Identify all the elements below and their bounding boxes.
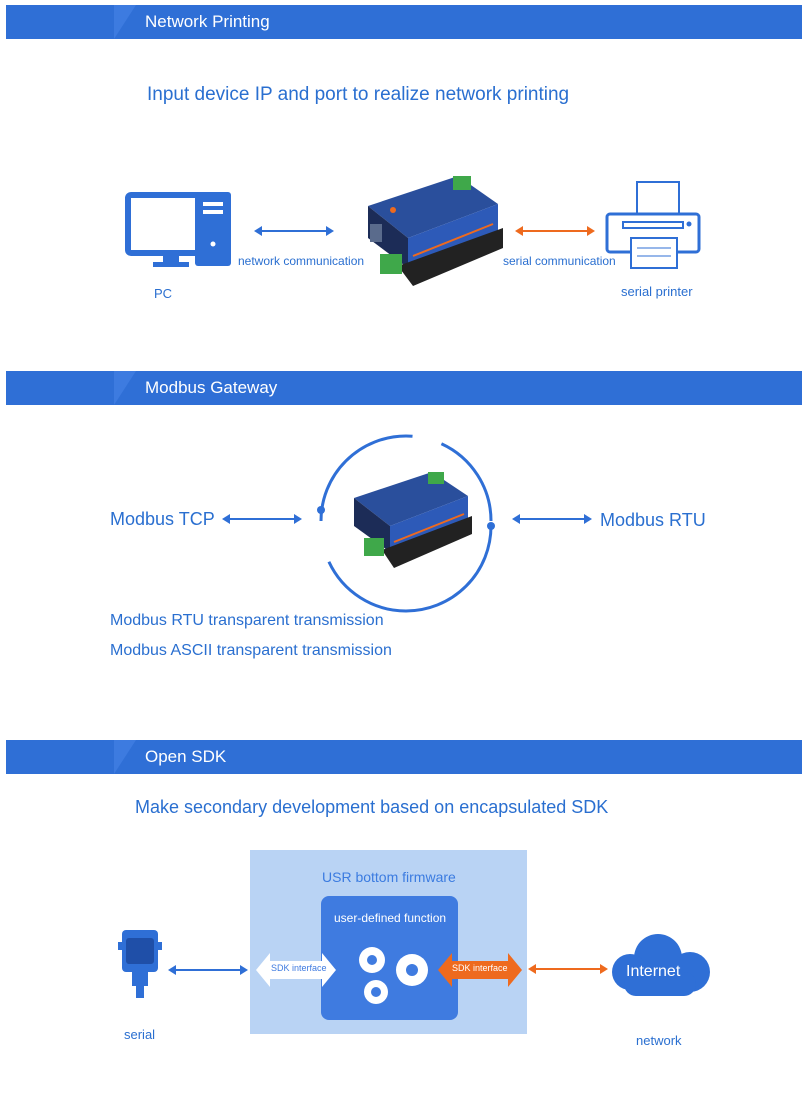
serial-communication-label: serial communication bbox=[503, 254, 616, 268]
modbus-feature-line-1: Modbus RTU transparent transmission bbox=[110, 612, 384, 629]
network-sdk-arrow bbox=[528, 964, 608, 974]
section-banner-network-printing: Network Printing bbox=[6, 5, 802, 39]
section-title: Network Printing bbox=[145, 12, 270, 31]
sdk-interface-right-label: SDK interface bbox=[452, 963, 508, 973]
serial-label: serial bbox=[124, 1027, 156, 1042]
function-box bbox=[321, 896, 458, 1020]
section-title: Open SDK bbox=[145, 747, 227, 766]
section-subtitle: Make secondary development based on enca… bbox=[135, 797, 609, 817]
network-label: network bbox=[636, 1033, 682, 1048]
banner-notch bbox=[114, 371, 136, 405]
serial-arrow bbox=[515, 226, 595, 236]
sdk-interface-left-arrow bbox=[256, 953, 336, 987]
modbus-tcp-label: Modbus TCP bbox=[110, 509, 215, 529]
pc-label: PC bbox=[154, 286, 173, 301]
network-communication-label: network communication bbox=[238, 254, 365, 268]
section-banner-open-sdk: Open SDK bbox=[6, 740, 802, 774]
network-arrow bbox=[254, 226, 334, 236]
modbus-tcp-arrow bbox=[222, 514, 302, 524]
pc-icon bbox=[125, 192, 231, 267]
function-label: user-defined function bbox=[334, 911, 447, 925]
sdk-interface-right-arrow bbox=[438, 953, 522, 987]
gateway-ring bbox=[317, 434, 495, 613]
modbus-rtu-arrow bbox=[512, 514, 592, 524]
serial-server-device bbox=[368, 176, 503, 286]
serial-sdk-arrow bbox=[168, 965, 248, 975]
banner-notch bbox=[114, 740, 136, 774]
printer-icon bbox=[605, 181, 701, 269]
modbus-feature-line-2: Modbus ASCII transparent transmission bbox=[110, 642, 392, 659]
serial-connector-icon bbox=[118, 930, 162, 998]
cloud-icon bbox=[612, 934, 710, 996]
internet-label: Internet bbox=[626, 963, 681, 980]
section-banner-modbus-gateway: Modbus Gateway bbox=[6, 371, 802, 405]
sdk-interface-left-label: SDK interface bbox=[271, 963, 327, 973]
gears-icon bbox=[359, 947, 428, 1004]
firmware-label: USR bottom firmware bbox=[322, 869, 456, 885]
serial-printer-label: serial printer bbox=[621, 284, 693, 299]
modbus-rtu-label: Modbus RTU bbox=[600, 510, 706, 530]
section-title: Modbus Gateway bbox=[145, 378, 278, 397]
banner-notch bbox=[114, 5, 136, 39]
modbus-gateway-device bbox=[354, 472, 472, 568]
section-subtitle: Input device IP and port to realize netw… bbox=[147, 84, 570, 105]
